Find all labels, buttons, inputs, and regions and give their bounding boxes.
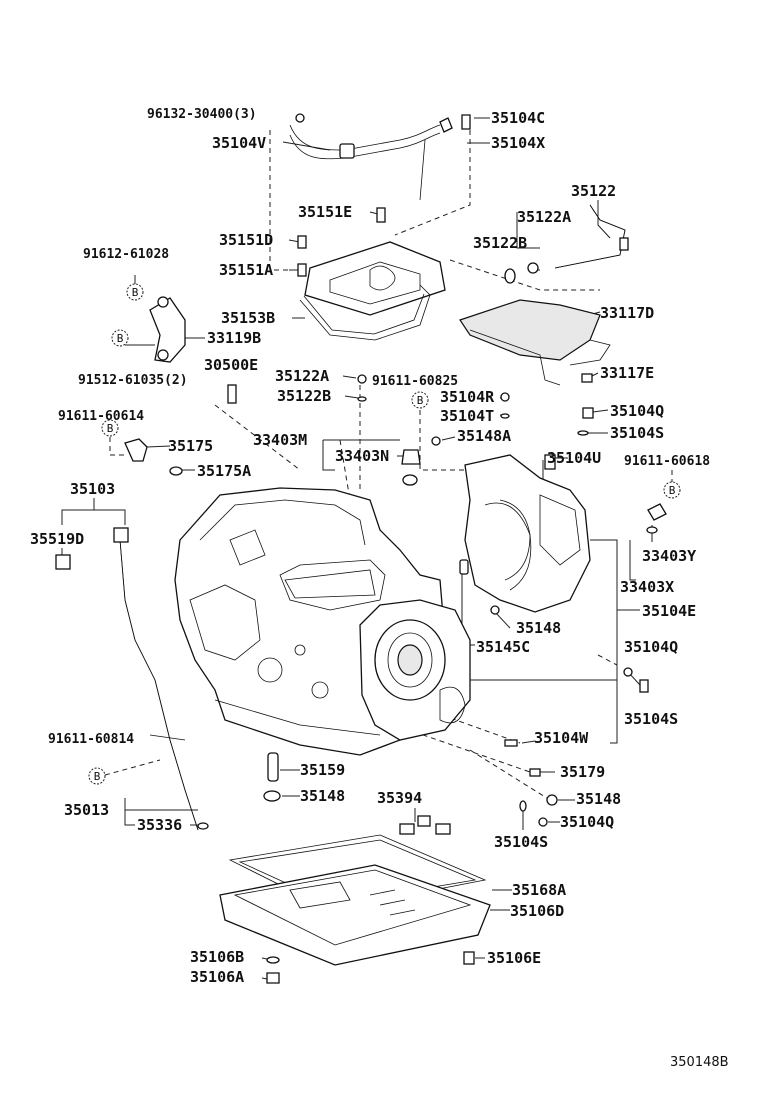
label-33403M: 33403M [253,431,307,449]
label-35104R: 35104R [440,388,495,406]
svg-text:B: B [117,332,124,345]
label-35103: 35103 [70,480,115,498]
label-35394: 35394 [377,789,422,807]
label-30500E: 30500E [204,356,258,374]
label-33403Y: 33403Y [642,547,696,565]
label-35104S-a: 35104S [610,424,664,442]
label-35145C: 35145C [476,638,530,656]
label-35013: 35013 [64,801,109,819]
label-35104Q-a: 35104Q [610,402,664,420]
label-35122B-mid: 35122B [277,387,331,405]
label-35151E: 35151E [298,203,352,221]
label-35151A: 35151A [219,261,273,279]
label-35148-a: 35148 [516,619,561,637]
part-shapes [55,113,667,984]
label-35104Q-b: 35104Q [624,638,678,656]
label-91611-60618: 91611-60618 [624,454,710,469]
label-35106B: 35106B [190,948,244,966]
svg-text:B: B [107,422,114,435]
label-33117E: 33117E [600,364,654,382]
label-35336: 35336 [137,816,182,834]
label-91611-60614: 91611-60614 [58,409,144,424]
bolt-symbol-91512-61035: B [111,329,129,347]
bolt-symbol-91612-61028: B [126,283,144,301]
bolt-symbol-91611-60825: B [411,391,429,409]
svg-text:B: B [94,770,101,783]
label-33403X: 33403X [620,578,674,596]
label-35175: 35175 [168,437,213,455]
part-labels: 96132-30400(3) 35104V 35104C 35104X 3515… [30,107,710,986]
label-35104S-b: 35104S [624,710,678,728]
label-35151D: 35151D [219,231,273,249]
bolt-symbols: B B B B B B [88,283,681,785]
label-35519D: 35519D [30,530,84,548]
bolt-symbol-91611-60618: B [663,481,681,499]
svg-text:B: B [417,394,424,407]
label-35104E: 35104E [642,602,696,620]
label-35153B: 35153B [221,309,275,327]
svg-text:B: B [132,286,139,299]
label-91611-60825: 91611-60825 [372,374,458,389]
label-35148A: 35148A [457,427,511,445]
label-91611-60814: 91611-60814 [48,732,134,747]
label-33119B: 33119B [207,329,261,347]
bolt-symbol-91611-60814: B [88,767,106,785]
label-35168A: 35168A [512,881,566,899]
label-35122B-top: 35122B [473,234,527,252]
label-91612-61028: 91612-61028 [83,247,169,262]
label-35104X: 35104X [491,134,545,152]
label-35104Q-c: 35104Q [560,813,614,831]
label-35122A-top: 35122A [517,208,571,226]
label-35104T: 35104T [440,407,494,425]
label-35104U: 35104U [547,449,601,467]
label-33117D: 33117D [600,304,654,322]
label-35104C: 35104C [491,109,545,127]
label-35122: 35122 [571,182,616,200]
label-35175A: 35175A [197,462,251,480]
label-35106E: 35106E [487,949,541,967]
label-35106A: 35106A [190,968,244,986]
label-35104V: 35104V [212,134,266,152]
label-33403N: 33403N [335,447,389,465]
label-35179: 35179 [560,763,605,781]
label-35148-c: 35148 [576,790,621,808]
label-35159: 35159 [300,761,345,779]
diagram-id: 350148B [670,1055,729,1070]
label-96132-30400: 96132-30400(3) [147,107,257,122]
label-91512-61035: 91512-61035(2) [78,373,188,388]
label-35106D: 35106D [510,902,564,920]
label-35104W: 35104W [534,729,589,747]
bolt-symbol-91611-60614: B [101,419,119,437]
svg-text:B: B [669,484,676,497]
label-35104S-c: 35104S [494,833,548,851]
label-35148-b: 35148 [300,787,345,805]
label-35122A-mid: 35122A [275,367,329,385]
